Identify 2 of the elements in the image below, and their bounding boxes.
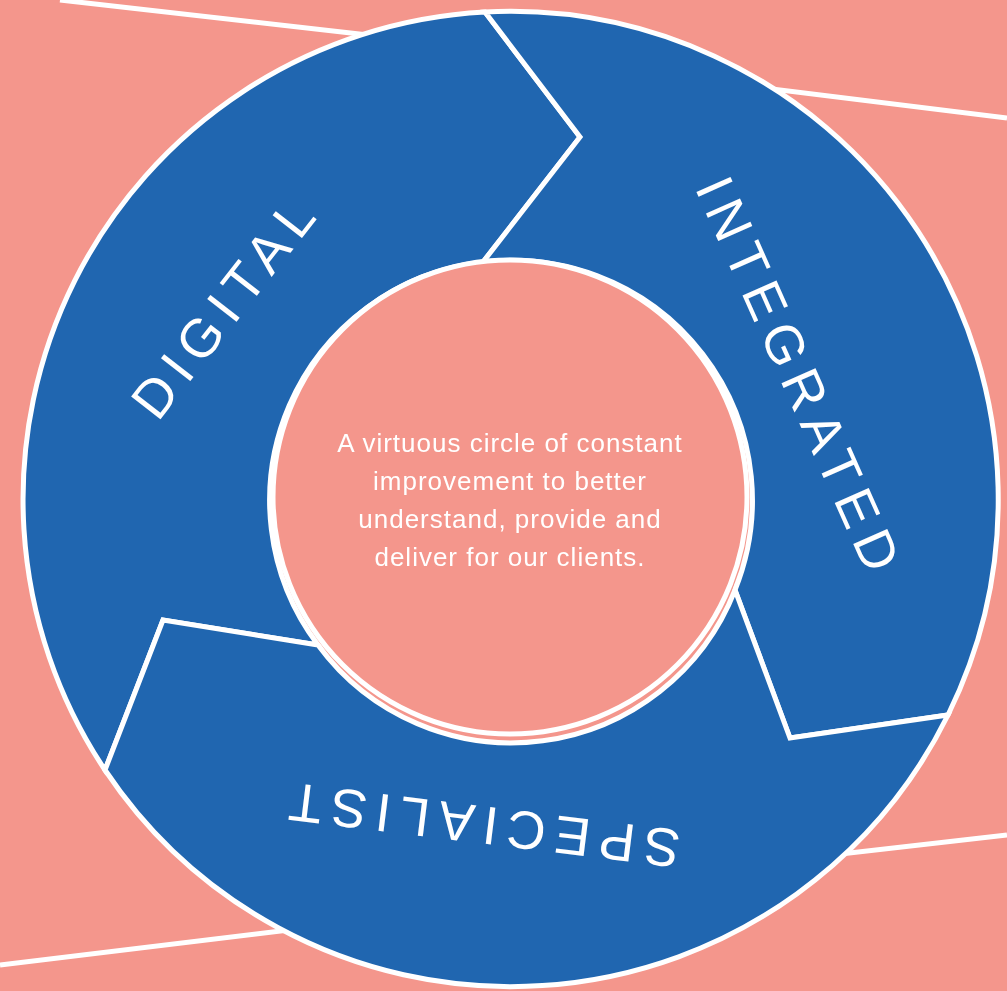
center-text: A virtuous circle of constant improvement to better understand, provide and deliver for our clients. [336,427,684,574]
segment-label: SPECIALIST [277,773,683,877]
